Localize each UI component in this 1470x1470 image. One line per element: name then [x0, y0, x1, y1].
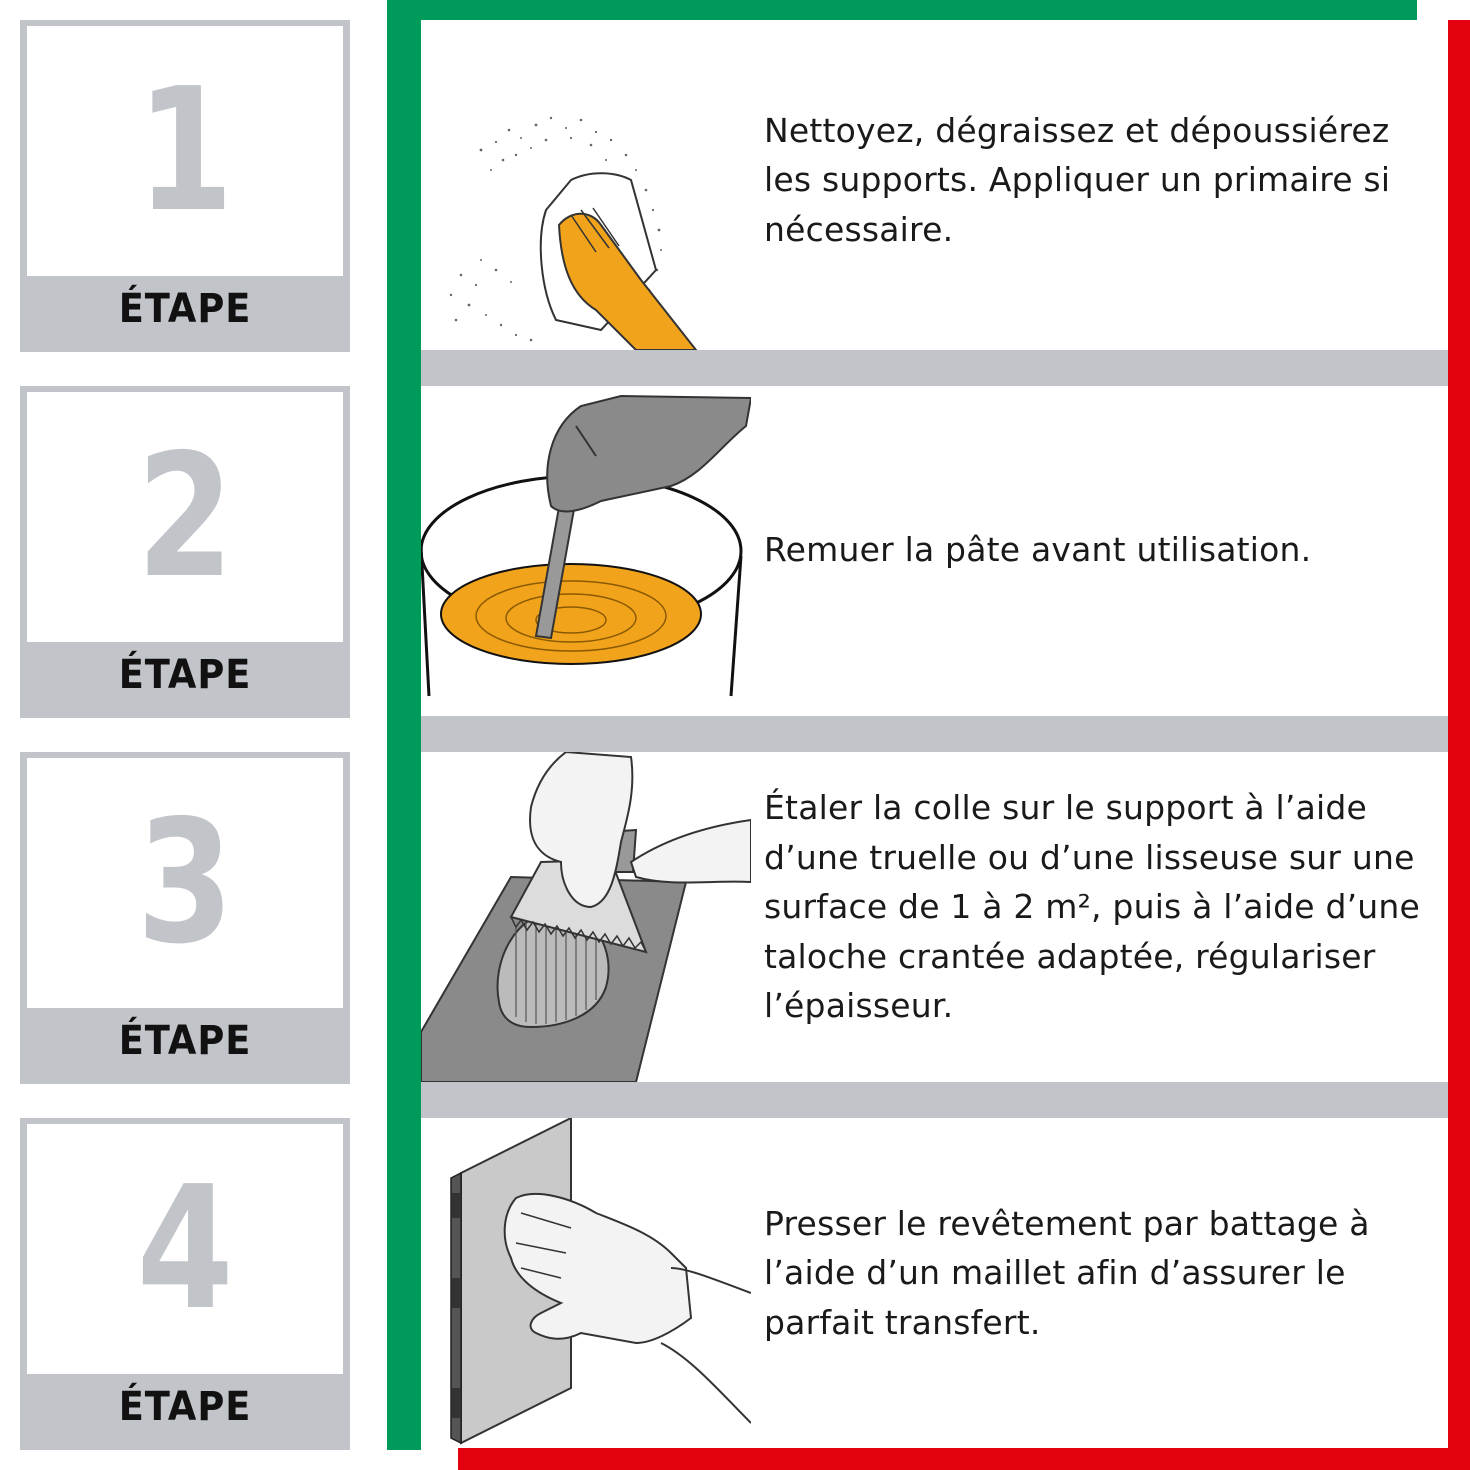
green-frame-left: [387, 0, 421, 1450]
step-badge-4: 4 ÉTAPE: [20, 1118, 350, 1450]
step-row-3: Étaler la colle sur le support à l’aide …: [420, 750, 1448, 1083]
step-badge-2: 2 ÉTAPE: [20, 386, 350, 718]
step-number: 3: [136, 784, 234, 982]
step-label: ÉTAPE: [118, 286, 252, 332]
step-label: ÉTAPE: [118, 1384, 252, 1430]
row-separator: [421, 1082, 1448, 1118]
step-number: 1: [136, 52, 234, 250]
step-text: Remuer la pâte avant utilisation.: [764, 530, 1312, 570]
red-frame-bottom: [458, 1448, 1470, 1470]
step-row-4: Presser le revêtement par battage à l’ai…: [421, 1116, 1448, 1448]
step-badge-3: 3 ÉTAPE: [20, 752, 350, 1084]
row-separator: [421, 716, 1448, 752]
step-number: 2: [136, 418, 234, 616]
stirring-bucket-icon: [419, 394, 753, 697]
red-frame-right: [1448, 20, 1470, 1470]
step-row-1: Nettoyez, dégraissez et dépoussiérez les…: [421, 20, 1448, 351]
step-label: ÉTAPE: [118, 652, 252, 698]
step-number: 4: [136, 1150, 234, 1348]
step-row-2: Remuer la pâte avant utilisation.: [419, 386, 1448, 716]
hand-pressing-tile-icon: [450, 1116, 752, 1445]
step-text: Nettoyez, dégraissez et dépoussiérez les…: [764, 110, 1391, 249]
step-text: Étaler la colle sur le support à l’aide …: [764, 788, 1421, 1026]
gloved-hand-wiping-icon: [449, 116, 699, 351]
row-separator: [421, 350, 1448, 386]
green-frame-top: [387, 0, 1417, 20]
notched-trowel-icon: [420, 750, 752, 1083]
step-text: Presser le revêtement par battage à l’ai…: [764, 1203, 1370, 1342]
step-label: ÉTAPE: [118, 1018, 252, 1064]
step-badge-1: 1 ÉTAPE: [20, 20, 350, 352]
